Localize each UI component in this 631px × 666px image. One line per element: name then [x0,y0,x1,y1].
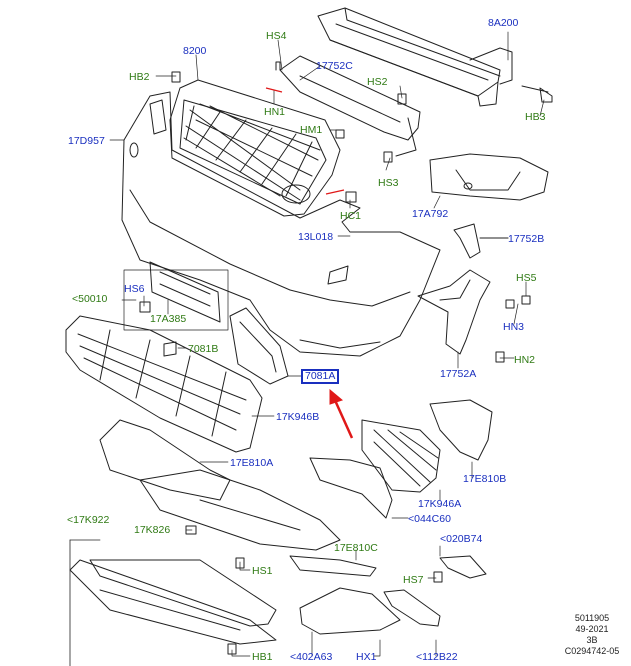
label-13L018: 13L018 [298,231,334,243]
label-17K826: 17K826 [134,524,171,536]
label-402A63: <402A63 [290,651,333,663]
bracket-17752B [453,223,509,259]
label-HS2: HS2 [367,76,388,88]
label-HS4: HS4 [266,30,287,42]
label-17E810C: 17E810C [334,542,378,554]
label-17752C: 17752C [316,60,353,72]
label-17K946A: 17K946A [418,498,462,510]
label-7081A-highlighted: 7081A [301,369,340,384]
label-17E810A: 17E810A [230,457,274,469]
label-HB2: HB2 [129,71,150,83]
label-HB1: HB1 [252,651,273,663]
panel-402A63 [299,587,401,635]
bracket-17752A [417,269,491,355]
group-17K922 [69,539,277,666]
strip-112B22 [383,589,441,627]
lower-grille-17K946B [65,315,263,453]
plate-bracket-17A385 [123,261,229,331]
label-17752A: 17752A [440,368,477,380]
label-HB3: HB3 [525,111,546,123]
label-HN2: HN2 [514,354,536,366]
label-17D957: 17D957 [68,135,105,147]
bracket-17752C [279,55,421,157]
label-112B22: <112B22 [416,651,458,663]
undertray-17E810A [99,419,341,551]
label-8A200: 8A200 [488,17,519,29]
red-arrow [329,388,354,439]
label-HN3: HN3 [503,321,525,333]
meta-line-4: C0294742-05 [564,646,620,656]
label-HS5: HS5 [516,272,537,284]
label-HS7: HS7 [403,574,424,586]
meta-line-2: 49-2021 [575,624,609,634]
label-17A792: 17A792 [412,208,449,220]
grille-8200 [169,79,341,217]
label-17K946B: 17K946B [276,411,320,423]
label-50010: <50010 [72,293,108,305]
cross-member-8A200 [317,7,553,107]
label-17752B: 17752B [508,233,545,245]
meta-line-1: 5011905 [574,613,610,623]
bumper-cover-17D957 [121,91,441,357]
label-HS3: HS3 [378,177,399,189]
label-HM1: HM1 [300,124,323,136]
label-7081B: 7081B [188,343,219,355]
label-044C60: <044C60 [408,513,451,525]
label-HS1: HS1 [252,565,273,577]
label-17K922: <17K922 [67,514,110,526]
label-HS6: HS6 [124,283,145,295]
label-HX1: HX1 [356,651,377,663]
splash-17E810B [429,399,493,461]
label-HC1: HC1 [340,210,362,222]
surround-7081A [229,307,289,385]
label-020B74: <020B74 [440,533,483,545]
label-8200: 8200 [183,45,207,57]
label-17A385: 17A385 [150,313,187,325]
side-grille-17K946A [309,419,441,519]
label-HN1: HN1 [264,106,286,118]
fixing-7081B [163,341,177,357]
meta-line-3: 3B [586,635,598,645]
drawing-meta: 5011905 49-2021 3B C0294742-05 [560,613,624,657]
strip-020B74 [439,555,487,579]
strip-17E810C [289,555,377,577]
label-17E810B: 17E810B [463,473,507,485]
bracket-17A792 [429,153,549,201]
